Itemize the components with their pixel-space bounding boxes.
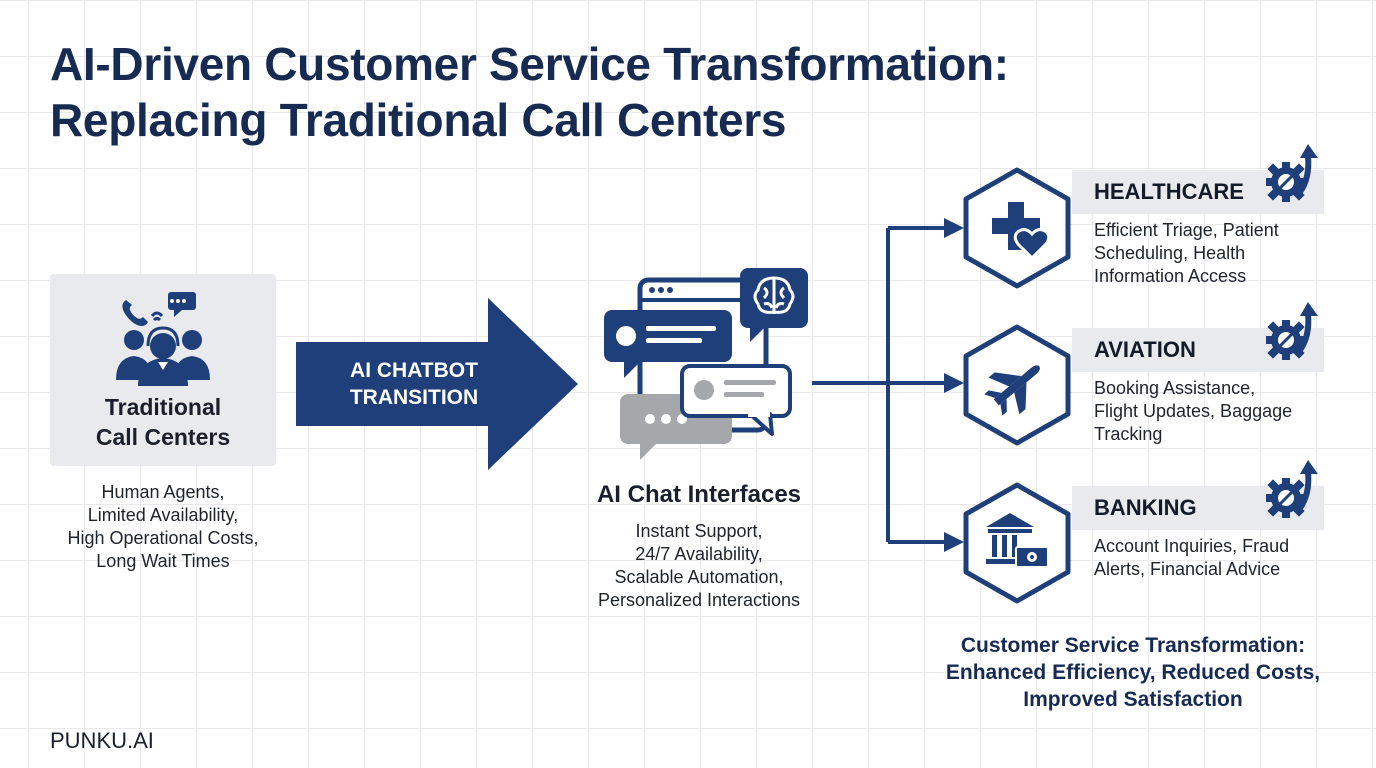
- healthcare-title: HEALTHCARE: [1094, 179, 1244, 204]
- page-title: AI-Driven Customer Service Transformatio…: [50, 36, 1009, 148]
- aviation-description: Booking Assistance, Flight Updates, Bagg…: [1094, 378, 1293, 444]
- medical-cross-heart-icon: [992, 202, 1051, 261]
- gear-growth-icon: [1266, 302, 1318, 360]
- branch-connector: [812, 218, 964, 552]
- gear-growth-icon: [1266, 144, 1318, 202]
- aviation-title: AVIATION: [1094, 337, 1196, 362]
- transformation-summary: Customer Service Transformation: Enhance…: [945, 634, 1321, 711]
- ai-chat-interfaces-title: AI Chat Interfaces: [596, 481, 802, 508]
- traditional-call-centers-label: Traditional Call Centers: [95, 394, 231, 450]
- healthcare-description: Efficient Triage, Patient Scheduling, He…: [1094, 220, 1279, 286]
- call-center-agents-icon: [116, 292, 210, 386]
- banking-description: Account Inquiries, Fraud Alerts, Financi…: [1094, 536, 1290, 579]
- aviation-hexagon: [963, 324, 1071, 446]
- transition-label: AI CHATBOT TRANSITION: [349, 359, 479, 409]
- brand-logo-text: PUNKU.AI: [50, 728, 154, 753]
- healthcare-hexagon: [963, 167, 1071, 289]
- banking-title: BANKING: [1094, 495, 1197, 520]
- title-line-1: AI-Driven Customer Service Transformatio…: [50, 38, 1009, 90]
- airplane-icon: [984, 365, 1040, 416]
- transition-arrow: [296, 298, 578, 470]
- gear-growth-icon: [1266, 460, 1318, 518]
- traditional-description: Human Agents, Limited Availability, High…: [67, 482, 259, 571]
- banking-hexagon: [963, 482, 1071, 604]
- ai-description: Instant Support, 24/7 Availability, Scal…: [597, 521, 801, 610]
- chat-interface-icon: [604, 268, 808, 460]
- traditional-call-center-card: Traditional Call Centers: [50, 274, 276, 466]
- bank-money-icon: [986, 513, 1049, 568]
- title-line-2: Replacing Traditional Call Centers: [50, 94, 787, 146]
